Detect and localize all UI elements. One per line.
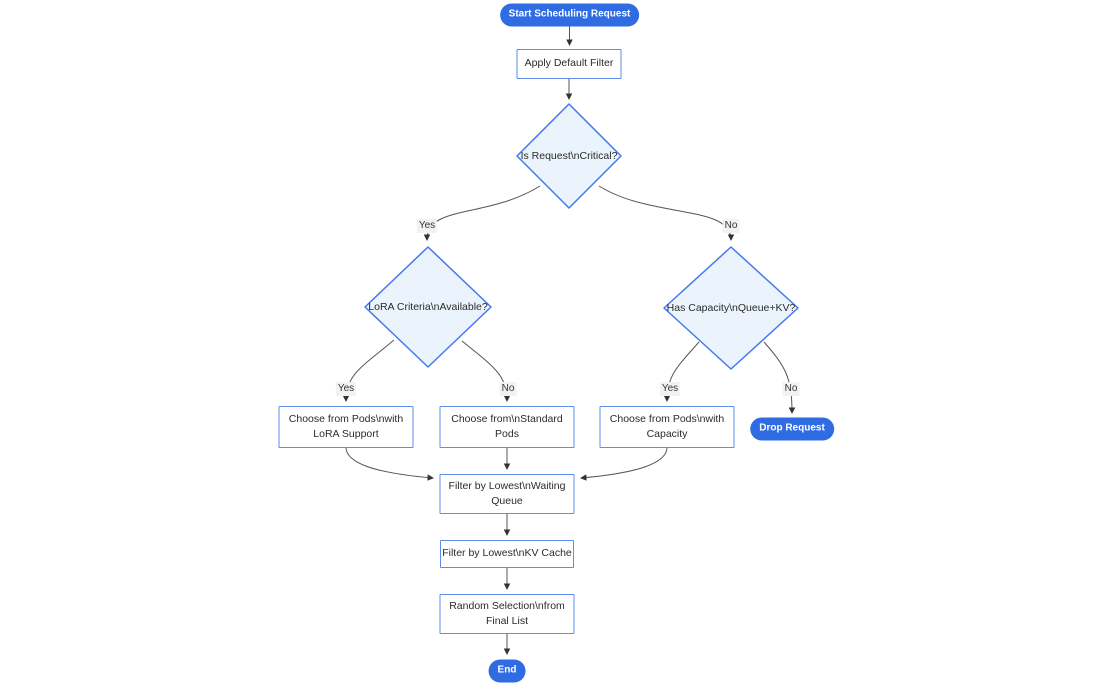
- decision-lora-criteria-shape: [364, 246, 492, 368]
- edge-label-critical-no: No: [722, 219, 740, 233]
- edge-lora-to-filterqueue: [345, 447, 434, 481]
- node-end-label: End: [497, 664, 517, 676]
- node-random-selection-label: Random Selection\nfrom Final List: [449, 599, 565, 627]
- node-filter-waiting-queue-label: Filter by Lowest\nWaiting Queue: [448, 479, 566, 507]
- decision-lora-criteria: LoRA Criteria\nAvailable?: [368, 301, 487, 313]
- node-apply-default-filter: Apply Default Filter: [516, 49, 622, 79]
- edge-critical-no: [598, 185, 735, 241]
- decision-has-capacity: Has Capacity\nQueue+KV?: [667, 302, 796, 314]
- node-choose-lora-pods-label: Choose from Pods\nwith LoRA Support: [288, 412, 404, 440]
- decision-is-critical-label: Is Request\nCritical?: [520, 150, 618, 162]
- edge-capacity-no: [763, 341, 796, 414]
- node-choose-standard-pods: Choose from\nStandard Pods: [439, 406, 575, 448]
- decision-lora-criteria-label: LoRA Criteria\nAvailable?: [368, 301, 488, 313]
- edge-label-critical-yes: Yes: [416, 219, 438, 233]
- edge-label-capacity-no: No: [782, 382, 800, 396]
- edge-label-capacity-yes: Yes: [659, 382, 681, 396]
- decision-is-critical: Is Request\nCritical?: [521, 150, 618, 162]
- node-end: End: [488, 659, 526, 682]
- node-choose-capacity-pods: Choose from Pods\nwith Capacity: [599, 406, 735, 448]
- node-choose-standard-pods-label: Choose from\nStandard Pods: [451, 412, 563, 440]
- node-start-label: Start Scheduling Request: [508, 8, 631, 20]
- edge-label-lora-no: No: [499, 382, 517, 396]
- node-choose-lora-pods: Choose from Pods\nwith LoRA Support: [278, 406, 414, 448]
- edge-critical-yes: [423, 185, 541, 241]
- node-apply-default-filter-label: Apply Default Filter: [524, 57, 614, 70]
- decision-has-capacity-label: Has Capacity\nQueue+KV?: [666, 302, 796, 314]
- node-drop-request: Drop Request: [750, 417, 834, 441]
- node-filter-kv-cache-label: Filter by Lowest\nKV Cache: [442, 547, 572, 560]
- edge-capacity-to-filterqueue: [580, 447, 668, 481]
- node-choose-capacity-pods-label: Choose from Pods\nwith Capacity: [609, 412, 725, 440]
- node-start: Start Scheduling Request: [499, 3, 640, 26]
- node-random-selection: Random Selection\nfrom Final List: [439, 594, 575, 634]
- node-drop-request-label: Drop Request: [759, 422, 825, 434]
- decision-is-critical-shape: [516, 103, 622, 209]
- edge-label-lora-yes: Yes: [335, 382, 357, 396]
- decision-has-capacity-shape: [663, 246, 799, 370]
- node-filter-kv-cache: Filter by Lowest\nKV Cache: [440, 540, 574, 568]
- node-filter-waiting-queue: Filter by Lowest\nWaiting Queue: [439, 474, 575, 514]
